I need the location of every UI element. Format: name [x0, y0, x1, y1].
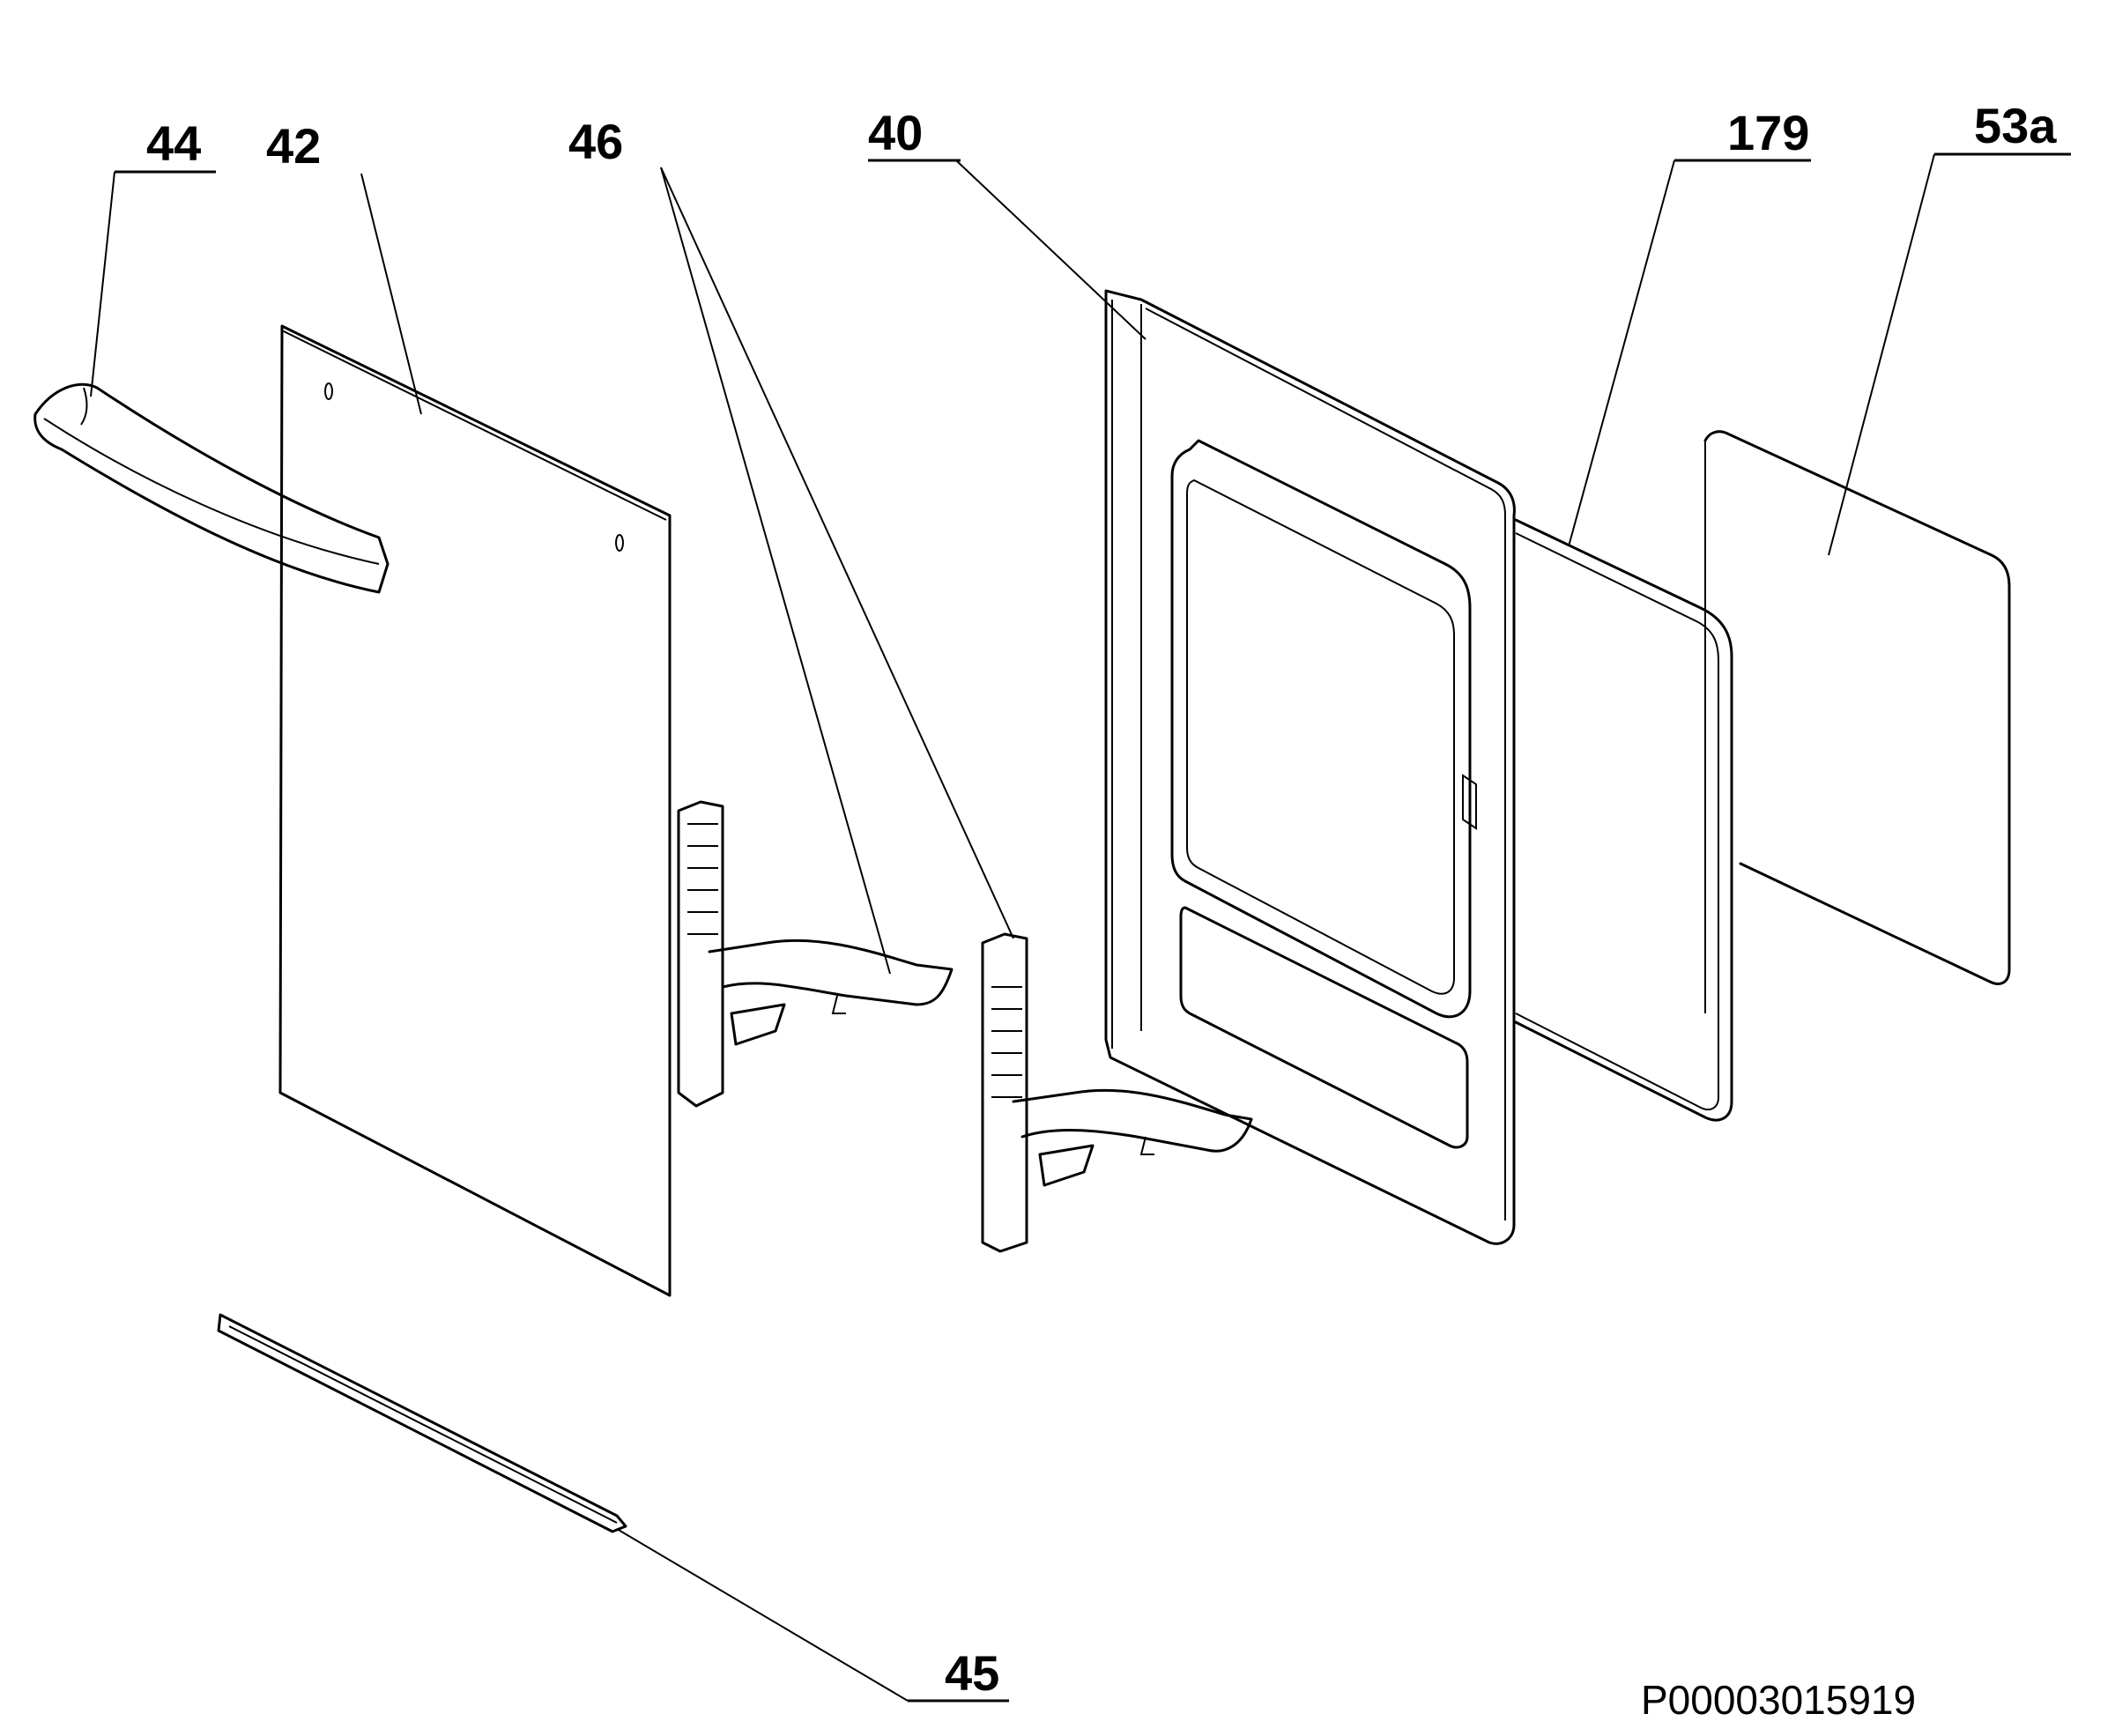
- part-44-handle: [33, 382, 390, 594]
- callout-44: 44: [115, 115, 216, 174]
- label-40: 40: [868, 105, 923, 160]
- part-42-outer-panel: [278, 324, 672, 1297]
- part-179-glass: [1514, 518, 1733, 1122]
- label-53a: 53a: [1974, 98, 2057, 153]
- label-45: 45: [945, 1645, 999, 1701]
- leader-lines: [90, 153, 1935, 1702]
- callout-45: 45: [908, 1645, 1009, 1703]
- part-46-hinge-left: [677, 800, 954, 1108]
- part-46-hinge-right: [981, 932, 1253, 1253]
- callout-53a: 53a: [1934, 98, 2071, 156]
- label-46: 46: [568, 114, 623, 169]
- part-40-inner-frame: [1104, 289, 1516, 1245]
- part-45-trim-strip: [217, 1313, 627, 1533]
- label-44: 44: [146, 115, 201, 171]
- label-179: 179: [1727, 105, 1809, 160]
- label-42: 42: [266, 118, 321, 174]
- document-id: P00003015919: [1641, 1677, 1916, 1723]
- callout-46: 46: [568, 114, 623, 169]
- callout-42: 42: [266, 118, 321, 174]
- callout-179: 179: [1674, 105, 1811, 162]
- callout-40: 40: [868, 105, 961, 162]
- part-53a-glass-panel: [1703, 430, 2011, 1013]
